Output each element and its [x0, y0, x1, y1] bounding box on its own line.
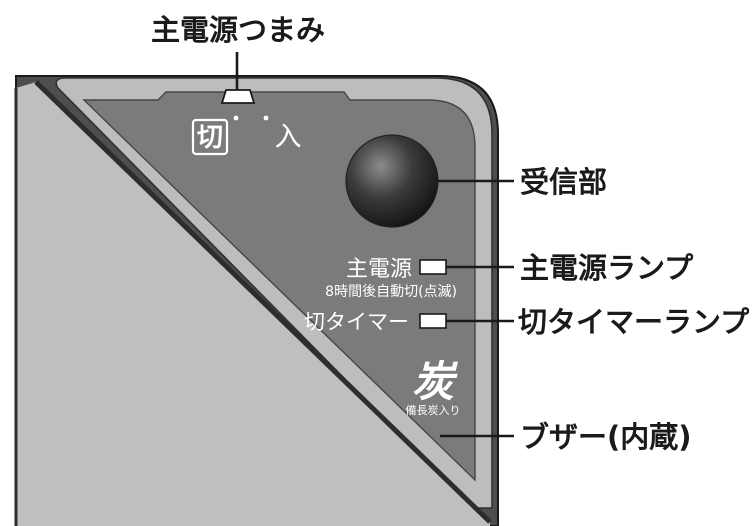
charcoal-note: 備長炭入り [406, 404, 461, 417]
auto-off-note: 8時間後自動切(点滅) [325, 284, 457, 300]
label-main-knob: 主電源つまみ [151, 13, 325, 47]
front-cover-edge [34, 80, 492, 524]
main-power-lamp [419, 259, 447, 275]
main-power-text: 主電源 [346, 257, 412, 282]
switch-off-label: 切 [197, 123, 223, 153]
off-timer-lamp [419, 313, 447, 329]
switch-off-dot [233, 115, 239, 121]
charcoal-mark: 炭 [412, 357, 459, 406]
label-receiver: 受信部 [520, 165, 607, 199]
front-cover [16, 82, 490, 526]
switch-off-box [191, 118, 229, 156]
switch-on-label: 入 [275, 122, 302, 153]
label-main-lamp: 主電源ランプ [520, 251, 694, 285]
label-off-timer-lamp: 切タイマーランプ [518, 305, 750, 339]
switch-on-dot [263, 115, 269, 121]
main-power-knob[interactable] [220, 89, 256, 104]
off-timer-text: 切タイマー [304, 310, 409, 334]
receiver-sensor [345, 134, 439, 228]
label-buzzer: ブザー(内蔵) [520, 420, 692, 454]
